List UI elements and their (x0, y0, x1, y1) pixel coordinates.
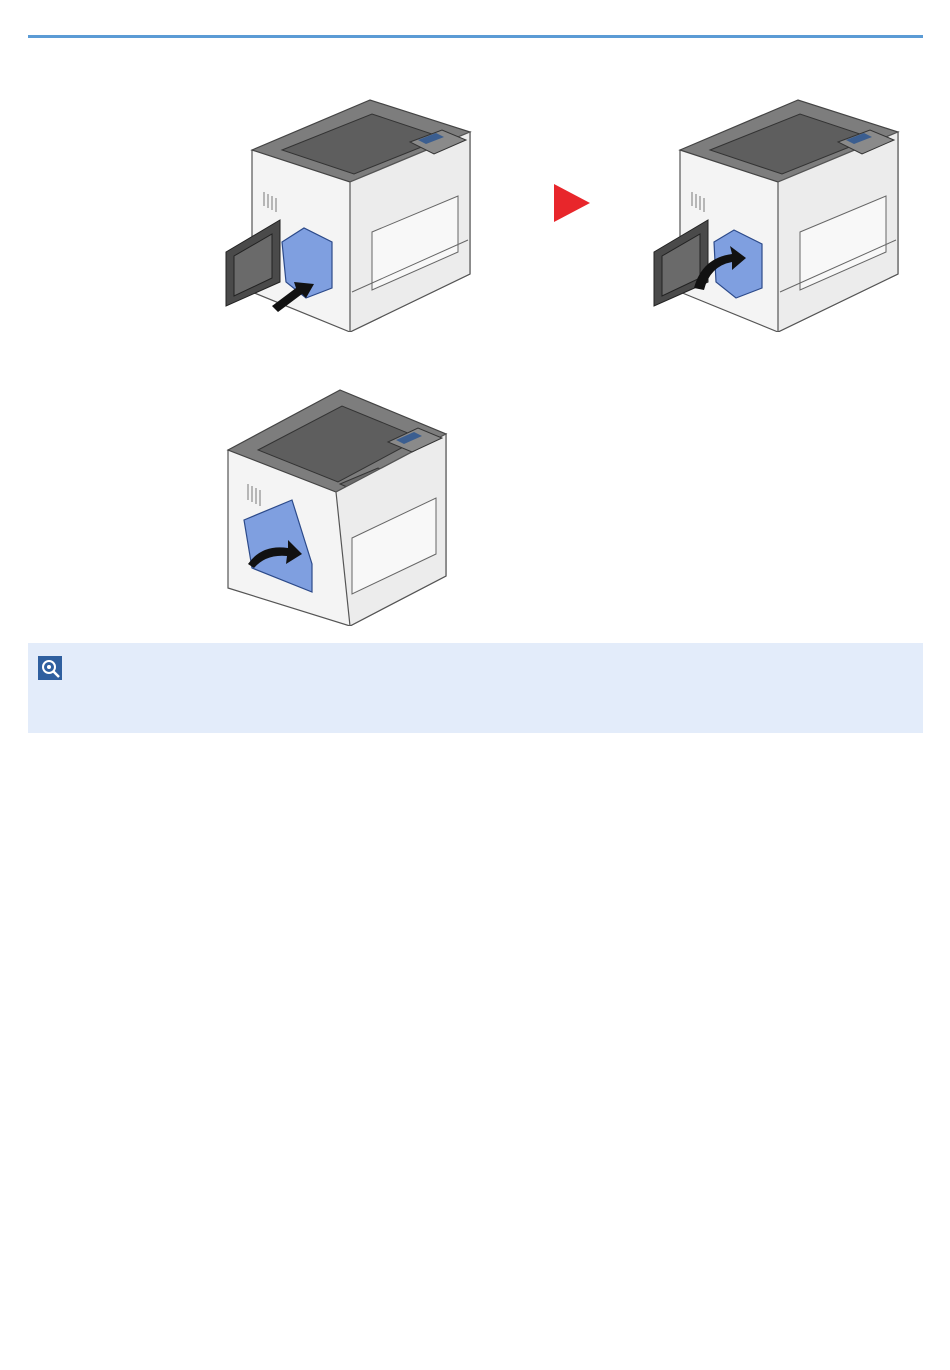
printer-illustration-close-cover (650, 92, 902, 332)
note-icon (38, 656, 62, 680)
note-box (28, 643, 923, 733)
printer-illustration-close-left-cover (222, 388, 452, 626)
header-rule (28, 35, 923, 38)
printer-illustration-insert-box (222, 92, 474, 332)
next-step-arrow-icon (554, 184, 590, 222)
